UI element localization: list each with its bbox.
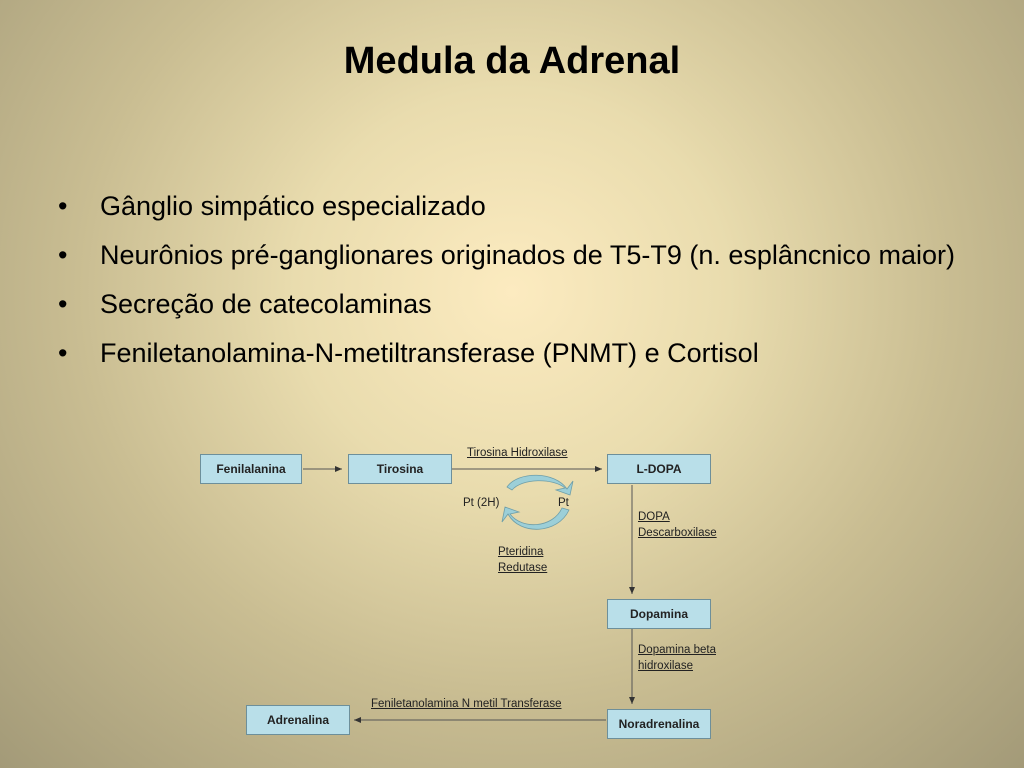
node-tirosina: Tirosina [348,454,452,484]
enzyme-dopa-descarboxilase-line1: DOPA [638,511,670,523]
bullet-item: • Gânglio simpático especializado [58,186,978,226]
bullet-item: • Secreção de catecolaminas [58,284,978,324]
bullet-text: Secreção de catecolaminas [100,289,432,319]
cofactor-pt: Pt [558,497,569,509]
bullet-text: Gânglio simpático especializado [100,191,486,221]
bullet-symbol: • [58,191,68,221]
node-noradrenalina: Noradrenalina [607,709,711,739]
enzyme-dopamina-beta-line1: Dopamina beta [638,644,716,656]
bullet-text: Neurônios pré-ganglionares originados de… [100,240,955,270]
node-fenilalanina: Fenilalanina [200,454,302,484]
bullet-symbol: • [58,289,68,319]
enzyme-dopa-descarboxilase-line2: Descarboxilase [638,527,717,539]
enzyme-tirosina-hidroxilase: Tirosina Hidroxilase [467,447,568,459]
bullet-list: • Gânglio simpático especializado • Neur… [58,186,978,382]
enzyme-pteridina-line1: Pteridina [498,546,544,558]
cofactor-pt2h: Pt (2H) [463,497,500,509]
bullet-symbol: • [58,338,68,368]
bullet-item: • Feniletanolamina-N-metiltransferase (P… [58,333,978,373]
node-dopamina: Dopamina [607,599,711,629]
cycle-arrow-top [506,474,574,496]
node-ldopa: L-DOPA [607,454,711,484]
node-adrenalina: Adrenalina [246,705,350,735]
slide-title: Medula da Adrenal [343,40,681,82]
bullet-symbol: • [58,240,68,270]
cycle-arrow-bottom [501,506,570,530]
bullet-text: Feniletanolamina-N-metiltransferase (PNM… [100,338,759,368]
bullet-item: • Neurônios pré-ganglionares originados … [58,235,978,275]
enzyme-dopamina-beta-line2: hidroxilase [638,660,693,672]
enzyme-feniletanolamina: Feniletanolamina N metil Transferase [371,698,562,710]
enzyme-pteridina-line2: Redutase [498,562,548,574]
